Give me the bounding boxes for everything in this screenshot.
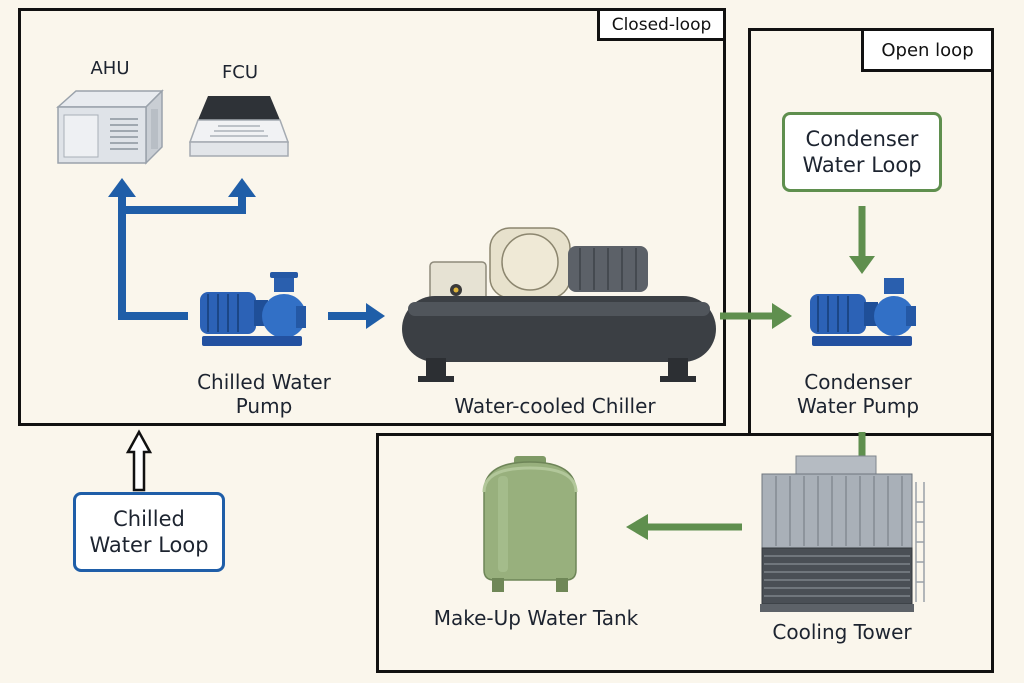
chilled-water-pump-icon (196, 270, 312, 356)
cooling-tower-icon (756, 452, 928, 614)
closed-loop-label: Closed-loop (597, 8, 726, 41)
ahu-label: AHU (90, 58, 130, 79)
open-loop-frame-bottom (376, 433, 994, 673)
open-loop-label: Open loop (861, 28, 994, 72)
fcu-cassette-icon (188, 92, 290, 162)
cooling-tower-label: Cooling Tower (772, 620, 912, 644)
chilled-water-pump-label: Chilled Water Pump (197, 370, 331, 418)
ahu-unit-icon (50, 85, 165, 167)
water-tank-icon (478, 454, 582, 594)
closed-loop-frame (18, 8, 726, 426)
chilled-water-loop-box: Chilled Water Loop (73, 492, 225, 572)
makeup-water-tank-label: Make-Up Water Tank (433, 606, 639, 630)
condenser-water-loop-box: Condenser Water Loop (782, 112, 942, 192)
condenser-water-pump-icon (806, 276, 922, 354)
chiller-label: Water-cooled Chiller (454, 394, 656, 418)
condenser-water-pump-label: Condenser Water Pump (796, 370, 920, 418)
water-chiller-icon (398, 218, 720, 384)
fcu-label: FCU (221, 62, 259, 83)
